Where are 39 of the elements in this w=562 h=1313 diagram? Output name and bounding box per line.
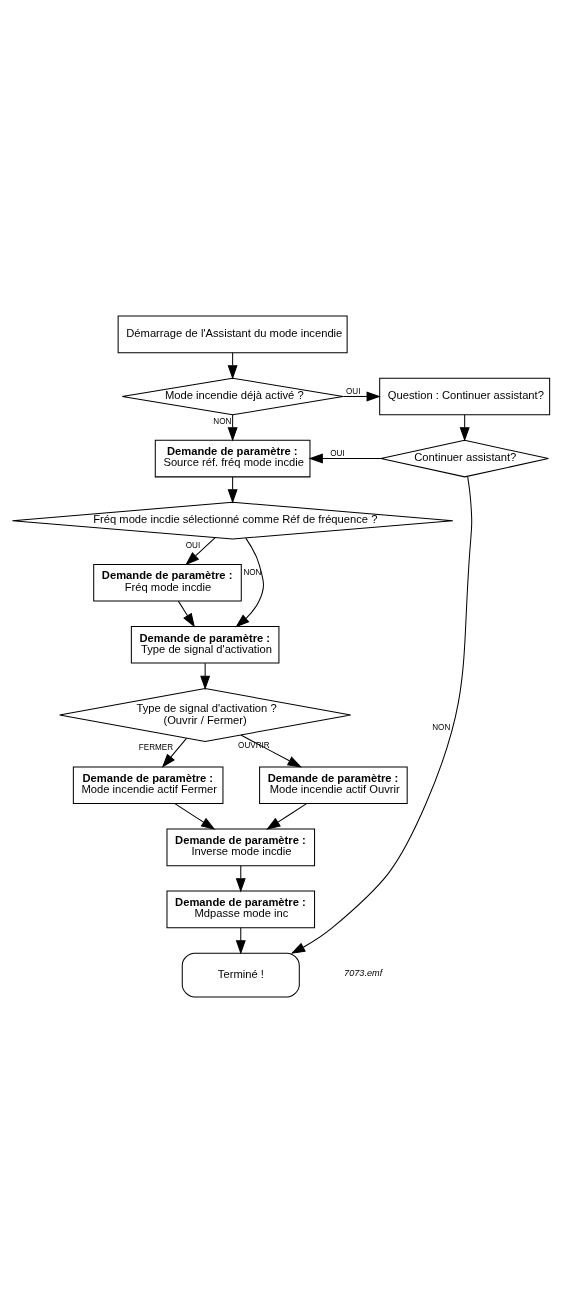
arrow	[235, 537, 264, 628]
edge-label: OUI	[185, 541, 201, 551]
node-box: Démarrage de l'Assistant du mode incendie	[117, 315, 348, 354]
node-box: Demande de paramètre : Mode incendie actif Fermer	[72, 766, 224, 805]
arrow	[227, 352, 238, 380]
arrow	[308, 453, 382, 464]
node-diamond: Fréq mode incdie sélectionné comme Réf de fréquence ?	[11, 501, 454, 540]
arrow	[240, 734, 302, 768]
arrow	[290, 476, 473, 954]
arrow	[174, 803, 216, 830]
node-box: Terminé !	[181, 952, 300, 998]
arrow	[177, 600, 195, 628]
edge-label: NON	[213, 417, 232, 427]
node-box: Demande de paramètre : Mode incendie actif Ouvrir	[259, 766, 408, 805]
node-diamond: Continuer assistant?	[380, 439, 549, 478]
edge-label: NON	[243, 568, 262, 578]
arrow	[185, 537, 216, 566]
edge-label: NON	[432, 722, 451, 732]
arrow	[266, 803, 308, 830]
node-box: Demande de paramètre : Inverse mode incdie	[166, 828, 316, 867]
edge-label: OUI	[330, 448, 345, 458]
node-box: Demande de paramètre : Type de signal d'activation	[130, 625, 280, 664]
node-box: Demande de paramètre : Mdpasse mode inc	[166, 890, 316, 929]
arrow	[227, 414, 238, 442]
arrow	[161, 737, 187, 768]
edge-label: OUI	[346, 386, 361, 396]
node-diamond: Mode incendie déjà activé ?	[121, 377, 344, 416]
arrow	[227, 476, 238, 504]
arrow	[200, 662, 211, 691]
arrow	[235, 865, 246, 893]
arrow	[235, 927, 246, 955]
node-box: Question : Continuer assistant?	[379, 377, 551, 416]
arrow	[342, 391, 381, 402]
label: 7073.emf	[344, 968, 383, 979]
node-box: Demande de paramètre : Fréq mode incdie	[93, 563, 242, 602]
node-diamond: Type de signal d'activation ? (Ouvrir / Fermer)	[59, 688, 352, 742]
edge-label: FERMER	[138, 743, 174, 753]
node-box: Demande de paramètre : Source réf. fréq mode incdie	[154, 439, 311, 478]
arrow	[459, 414, 470, 442]
